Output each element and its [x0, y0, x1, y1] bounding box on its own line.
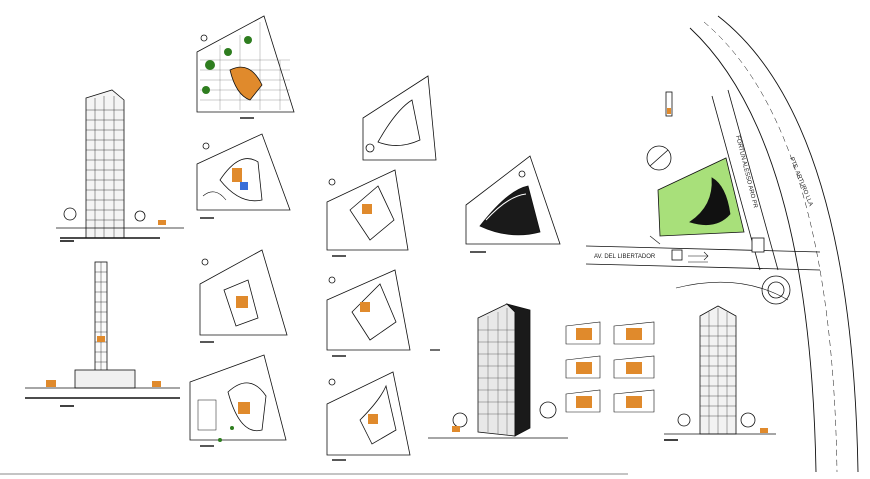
road-label-av-libertador: AV. DEL LIBERTADOR	[594, 254, 656, 260]
plan-ground-site	[196, 15, 295, 119]
plan-level-5	[326, 169, 409, 257]
road-label-pte-arturo: PTE. ARTURO LLA	[788, 157, 813, 208]
plan-typical	[465, 155, 561, 253]
plan-level-7	[326, 371, 411, 461]
plan-level-6	[326, 269, 411, 357]
site-plan	[585, 15, 859, 473]
plan-roof	[362, 75, 437, 161]
plan-level-2	[196, 133, 291, 219]
plan-level-3	[199, 249, 288, 343]
unit-plans-grid	[565, 321, 655, 413]
tower-section-bottom	[25, 261, 180, 407]
road-label-fortun: FORTUN ALESSO ARO PR	[734, 135, 758, 209]
tower-elevation-right	[664, 305, 776, 441]
plan-level-4	[189, 354, 287, 447]
tower-section-top	[56, 89, 184, 242]
tower-perspective	[428, 303, 568, 439]
